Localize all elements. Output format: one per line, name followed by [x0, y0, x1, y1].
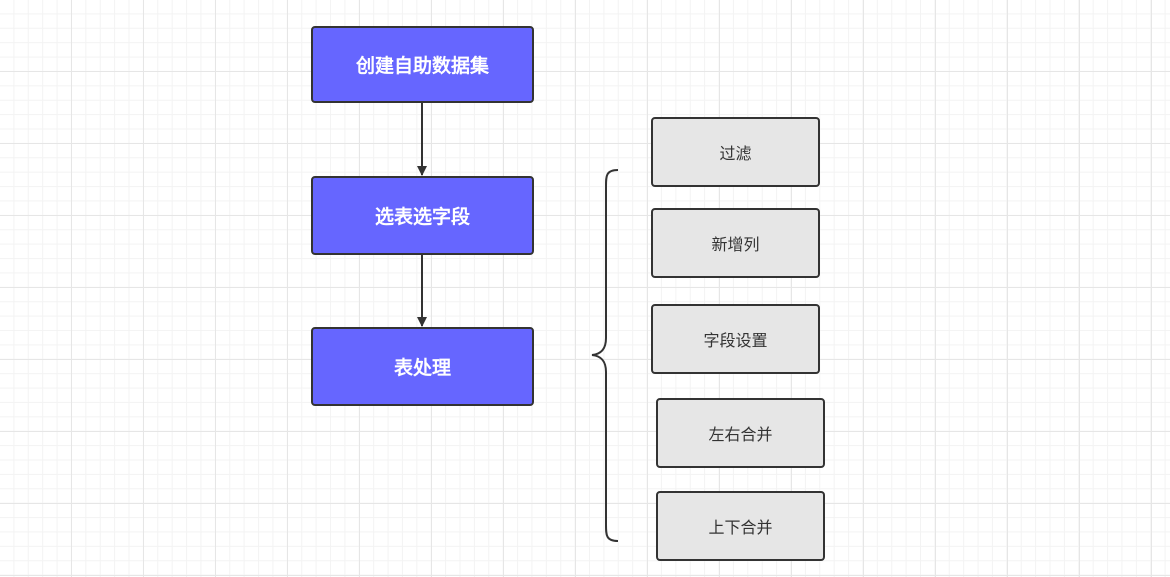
step-select-tables-and-fields[interactable]: 选表选字段 [311, 176, 534, 255]
step-label: 表处理 [393, 357, 451, 379]
option-label: 字段设置 [703, 331, 768, 350]
option-label: 新增列 [711, 235, 760, 254]
step-create-self-service-dataset[interactable]: 创建自助数据集 [311, 26, 534, 103]
step-label: 选表选字段 [374, 206, 470, 228]
option-label: 过滤 [719, 144, 752, 163]
option-filter[interactable]: 过滤 [651, 117, 820, 187]
option-field-settings[interactable]: 字段设置 [651, 304, 820, 374]
curly-brace [591, 169, 619, 542]
step-label: 创建自助数据集 [355, 55, 489, 77]
option-top-bottom-merge[interactable]: 上下合并 [656, 491, 825, 561]
option-label: 左右合并 [708, 425, 773, 444]
option-add-column[interactable]: 新增列 [651, 208, 820, 278]
option-left-right-merge[interactable]: 左右合并 [656, 398, 825, 468]
option-label: 上下合并 [708, 518, 773, 537]
step-table-processing[interactable]: 表处理 [311, 327, 534, 406]
